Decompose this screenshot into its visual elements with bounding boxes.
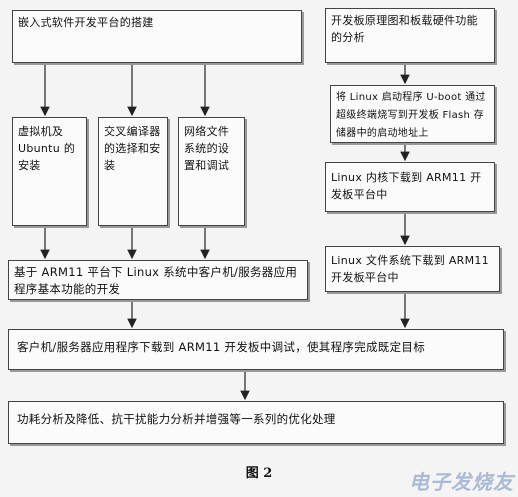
- box-uboot-text: 将 Linux 启动程序 U-boot 通过超级终端烧写到开发板 Flash 存…: [336, 92, 486, 139]
- box-vm-ubuntu: 虚拟机及Ubuntu 的安装: [12, 117, 87, 226]
- box-client-server-dev: 基于 ARM11 平台下 Linux 系统中客户机/服务器应用程序基本功能的开发: [8, 260, 308, 300]
- box-nfs-text: 网络文件系统的设置和调试: [184, 125, 230, 172]
- box-filesystem-text: Linux 文件系统下载到 ARM11 开发板平台中: [331, 254, 489, 284]
- box-uboot: 将 Linux 启动程序 U-boot 通过超级终端烧写到开发板 Flash 存…: [330, 85, 495, 143]
- box-cross-compiler-text: 交叉编译器的选择和安装: [104, 125, 161, 172]
- box-board-analysis-text: 开发板原理图和板载硬件功能的分析: [331, 14, 478, 44]
- box-cross-compiler: 交叉编译器的选择和安装: [98, 117, 168, 226]
- box-kernel: Linux 内核下载到 ARM11 开发板平台中: [325, 162, 495, 212]
- box-board-analysis: 开发板原理图和板载硬件功能的分析: [325, 8, 495, 63]
- figure-caption: 图 2: [245, 466, 273, 481]
- box-optimize: 功耗分析及降低、抗干扰能力分析并增强等一系列的优化处理: [8, 401, 504, 444]
- watermark-logo: 电子发烧友: [409, 470, 514, 494]
- box-platform-setup-text: 嵌入式软件开发平台的搭建: [18, 16, 154, 29]
- box-filesystem: Linux 文件系统下载到 ARM11 开发板平台中: [325, 246, 500, 292]
- box-client-server-dev-text: 基于 ARM11 平台下 Linux 系统中客户机/服务器应用程序基本功能的开发: [14, 265, 298, 296]
- box-nfs: 网络文件系统的设置和调试: [178, 117, 245, 226]
- box-debug: 客户机/服务器应用程序下载到 ARM11 开发板中调试，使其程序完成既定目标: [8, 329, 504, 370]
- box-vm-ubuntu-text: 虚拟机及Ubuntu 的安装: [18, 125, 76, 172]
- box-platform-setup: 嵌入式软件开发平台的搭建: [12, 10, 302, 63]
- box-debug-text: 客户机/服务器应用程序下载到 ARM11 开发板中调试，使其程序完成既定目标: [17, 340, 425, 354]
- box-optimize-text: 功耗分析及降低、抗干扰能力分析并增强等一系列的优化处理: [17, 412, 336, 426]
- box-kernel-text: Linux 内核下载到 ARM11 开发板平台中: [331, 171, 482, 201]
